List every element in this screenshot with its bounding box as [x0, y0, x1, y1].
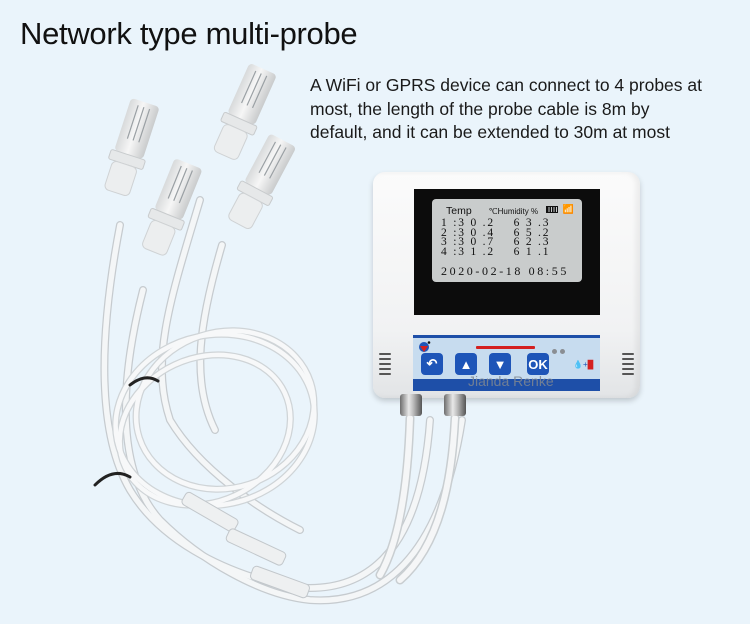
lcd-status-icons: 📶	[545, 204, 574, 215]
down-button[interactable]: ▼	[489, 353, 511, 375]
description-line: most, the length of the probe cable is 8…	[310, 98, 650, 119]
temp-unit: ℃	[488, 207, 498, 216]
temp-label: Temp	[446, 205, 472, 217]
description: A WiFi or GPRS device can connect to 4 p…	[310, 74, 750, 145]
cable-gland-left	[400, 394, 422, 416]
indicator-bar	[476, 346, 535, 349]
lcd-readings: 1 :3 0 .2 6 3 .3 2 :3 0 .4 6 5 .2 3 :3 0…	[441, 217, 551, 258]
back-button[interactable]: ↶	[421, 353, 443, 375]
probe-heads	[104, 64, 295, 256]
page-title: Network type multi-probe	[20, 16, 358, 51]
lcd-header: Temp ℃Humidity %	[446, 205, 538, 217]
temp-humidity-icon: 💧+█	[573, 360, 594, 369]
cable-gland-right	[444, 394, 466, 416]
indicator-leds	[552, 341, 568, 359]
data-logger-device: Temp ℃Humidity % 📶 1 :3 0 .2 6 3 .3 2 :3…	[373, 172, 640, 416]
brand-watermark: Jianda Renke	[468, 373, 554, 389]
description-line: default, and it can be extended to 30m a…	[310, 122, 670, 142]
keypad-panel: ↶ ▲ ▼ OK 💧+█ Jianda Renke	[413, 335, 600, 391]
wifi-icon: 📶	[562, 204, 574, 214]
lcd-display: Temp ℃Humidity % 📶 1 :3 0 .2 6 3 .3 2 :3…	[432, 199, 582, 282]
brand-logo-icon	[419, 341, 431, 352]
battery-icon	[545, 206, 558, 214]
screen-bezel: Temp ℃Humidity % 📶 1 :3 0 .2 6 3 .3 2 :3…	[414, 189, 600, 315]
lcd-datetime: 2020-02-18 08:55	[441, 264, 569, 278]
double-down-arrow-icon: ▼	[493, 356, 507, 372]
humidity-label: Humidity	[497, 207, 529, 216]
reading-row: 3 :3 0 .7 6 2 .3	[441, 236, 551, 248]
double-up-arrow-icon: ▲	[459, 356, 473, 372]
humidity-unit: %	[530, 207, 539, 216]
ok-button[interactable]: OK	[527, 353, 549, 375]
reading-row: 1 :3 0 .2 6 3 .3	[441, 217, 551, 229]
vent-right	[622, 350, 634, 378]
reading-row: 4 :3 1 .2 6 1 .1	[441, 245, 551, 258]
reading-row: 2 :3 0 .4 6 5 .2	[441, 226, 551, 239]
up-button[interactable]: ▲	[455, 353, 477, 375]
vent-left	[379, 350, 391, 378]
description-line: A WiFi or GPRS device can connect to 4 p…	[310, 75, 702, 95]
